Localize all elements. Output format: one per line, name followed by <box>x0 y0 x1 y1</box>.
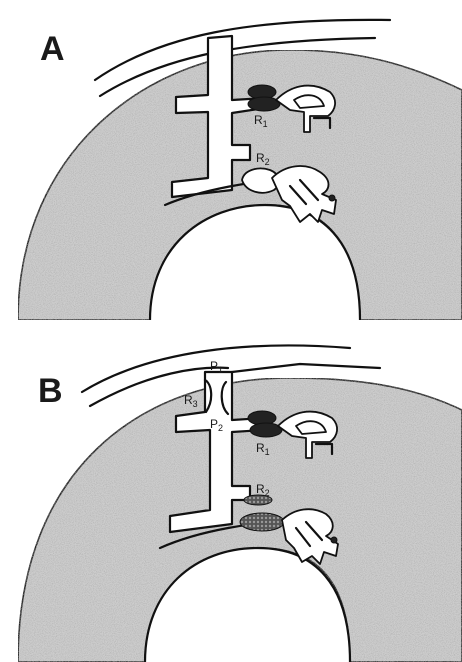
panel-b-p1-label: P1 <box>210 359 223 375</box>
panel-b-r1-dark-body-bottom <box>250 423 282 437</box>
panel-a-r1-dark-body-bottom <box>248 97 280 111</box>
panel-b-r2-dot <box>331 537 337 543</box>
panel-b-r2-main-cluster <box>240 513 284 531</box>
panel-b: B P1 R3 P2 R1 R2 <box>18 345 462 662</box>
panel-b-letter: B <box>38 372 63 410</box>
panel-b-right-tube <box>232 364 380 372</box>
panel-a: A R1 R2 <box>18 20 462 320</box>
panel-a-r2-dot <box>329 195 335 201</box>
panel-a-letter: A <box>40 30 65 68</box>
